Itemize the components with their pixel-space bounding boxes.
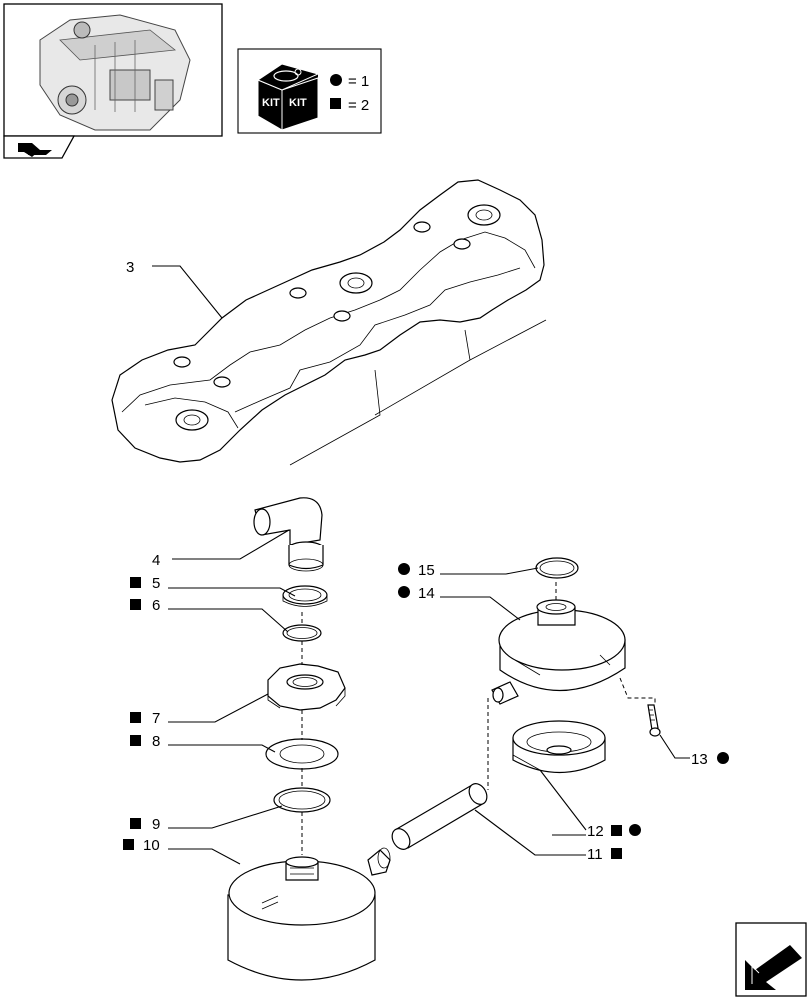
circle-kit-icon xyxy=(398,586,410,598)
callout-number: 15 xyxy=(418,562,435,579)
part-10-separator xyxy=(227,847,391,981)
square-kit-icon xyxy=(611,848,622,859)
part-15-o-ring xyxy=(535,557,579,579)
part-5-seal xyxy=(282,585,328,607)
square-kit-icon xyxy=(611,825,622,836)
kit-legend: KIT KIT = 1 = 2 xyxy=(237,48,382,134)
callout-number: 12 xyxy=(587,823,604,840)
engine-thumbnail[interactable] xyxy=(3,3,223,137)
part-7-knurled-nut xyxy=(267,663,346,711)
part-11-hose xyxy=(391,783,488,850)
circle-kit-icon xyxy=(629,824,641,836)
part-4-elbow-pipe xyxy=(253,497,324,572)
circle-kit-value: = 1 xyxy=(348,73,369,90)
square-kit-icon xyxy=(130,712,141,723)
callout-number: 8 xyxy=(152,733,160,750)
callout-3[interactable]: 3 xyxy=(126,259,134,276)
part-14-valve-body xyxy=(491,599,626,705)
square-kit-icon xyxy=(130,735,141,746)
callout-11[interactable]: 11 xyxy=(587,846,622,863)
next-page-button[interactable] xyxy=(735,922,807,997)
callout-12[interactable]: 12 xyxy=(587,823,641,840)
callout-number: 6 xyxy=(152,597,160,614)
callout-15[interactable]: 15 xyxy=(398,562,435,579)
assembly-lines xyxy=(301,582,656,855)
part-12-housing xyxy=(512,720,606,773)
next-page-arrow-icon xyxy=(745,945,802,990)
part-13-screw xyxy=(647,704,661,737)
square-symbol-icon xyxy=(330,98,341,109)
square-kit-icon xyxy=(130,577,141,588)
callout-14[interactable]: 14 xyxy=(398,585,435,602)
callout-number: 11 xyxy=(587,846,603,863)
part-8-washer xyxy=(265,738,339,770)
square-kit-icon xyxy=(123,839,134,850)
callout-8[interactable]: 8 xyxy=(130,733,160,750)
circle-symbol-icon xyxy=(330,74,342,86)
leader-lines xyxy=(152,265,690,865)
callout-6[interactable]: 6 xyxy=(130,597,160,614)
circle-kit-icon xyxy=(398,563,410,575)
nav-back-tab[interactable] xyxy=(3,135,76,159)
nav-back-icon xyxy=(18,143,52,157)
callout-number: 7 xyxy=(152,710,160,727)
callout-number: 14 xyxy=(418,585,435,602)
callout-number: 3 xyxy=(126,259,134,276)
kit-text-right: KIT xyxy=(289,97,307,109)
callout-9[interactable]: 9 xyxy=(130,816,160,833)
callout-7[interactable]: 7 xyxy=(130,710,160,727)
kit-text-left: KIT xyxy=(262,97,280,109)
callout-13[interactable]: 13 xyxy=(691,751,729,768)
callout-10[interactable]: 10 xyxy=(123,837,160,854)
square-kit-icon xyxy=(130,818,141,829)
part-6-o-ring xyxy=(282,624,322,642)
callout-number: 10 xyxy=(143,837,160,854)
callout-5[interactable]: 5 xyxy=(130,575,160,592)
kit-box-icon: KIT KIT xyxy=(256,63,320,131)
part-3-valve-cover xyxy=(111,179,547,466)
callout-4[interactable]: 4 xyxy=(152,552,160,569)
part-9-o-ring xyxy=(273,787,331,813)
square-kit-icon xyxy=(130,599,141,610)
square-kit-value: = 2 xyxy=(348,97,369,114)
callout-number: 9 xyxy=(152,816,160,833)
callout-number: 13 xyxy=(691,751,708,768)
callout-number: 5 xyxy=(152,575,160,592)
callout-number: 4 xyxy=(152,552,160,569)
engine-thumbnail-icon xyxy=(39,14,191,131)
circle-kit-icon xyxy=(717,752,729,764)
